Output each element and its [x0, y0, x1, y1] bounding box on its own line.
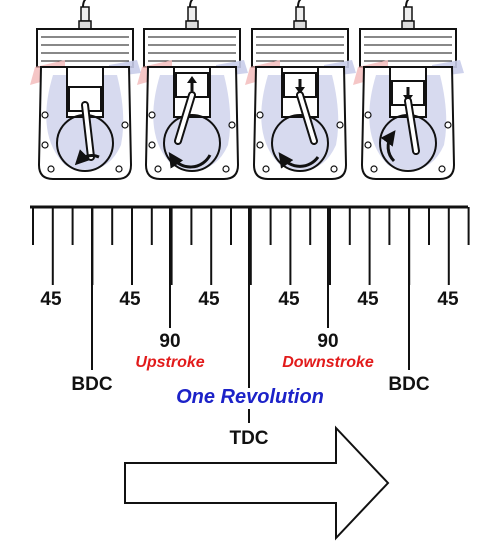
tick-label-45: 45	[40, 289, 62, 310]
tick-label-90: 90	[159, 331, 180, 352]
tick-label-45: 45	[198, 289, 220, 310]
tdc-label: TDC	[229, 428, 268, 449]
engine-illustration-2	[136, 0, 249, 180]
one-revolution-label: One Revolution	[176, 386, 324, 408]
engine-illustration-3	[244, 0, 357, 180]
engine-illustration-4	[352, 0, 465, 180]
tick-label-90: 90	[317, 331, 338, 352]
bdc-left-label: BDC	[71, 374, 112, 395]
tick-label-45: 45	[278, 289, 300, 310]
upstroke-label: Upstroke	[135, 354, 204, 371]
direction-arrow	[124, 425, 390, 541]
engine-illustration-1	[29, 0, 142, 180]
tick-label-45: 45	[119, 289, 141, 310]
tick-label-45: 45	[437, 289, 459, 310]
bdc-right-label: BDC	[388, 374, 429, 395]
scale-ticks	[32, 207, 470, 388]
tick-label-45: 45	[357, 289, 379, 310]
downstroke-label: Downstroke	[282, 354, 374, 371]
